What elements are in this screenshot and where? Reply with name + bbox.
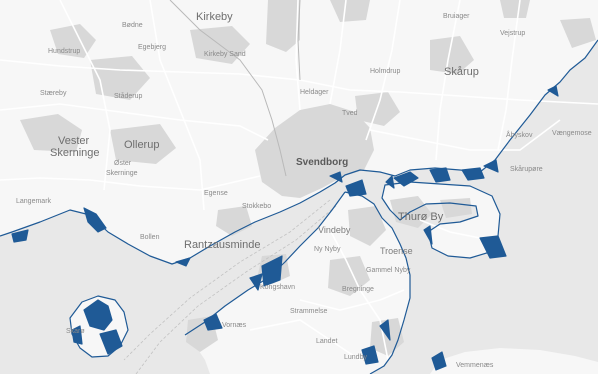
place-label-kirkeby: Kirkeby <box>196 11 233 23</box>
place-label-svendborg: Svendborg <box>296 157 349 168</box>
place-label-vindeby: Vindeby <box>318 225 351 235</box>
place-label-bruiager: Bruiager <box>443 13 470 20</box>
place-label-langemark: Langemark <box>16 198 52 205</box>
place-label-egebjerg: Egebjerg <box>138 44 167 51</box>
place-label-lundby: Lundby <box>344 354 367 361</box>
railway <box>169 0 301 177</box>
place-label-thuro-by: Thurø By <box>398 211 444 223</box>
place-label-skarupore: Skårupøre <box>510 166 543 173</box>
place-label-heldager: Heldager <box>300 89 329 96</box>
place-label-ollerup: Ollerup <box>124 139 160 151</box>
place-label-staereby: Stæreby <box>40 90 67 97</box>
place-label-vemmenaes: Vemmenæs <box>456 362 494 369</box>
place-label-kirkeby-sand: Kirkeby Sand <box>204 51 246 58</box>
place-label-ny-nyby: Ny Nyby <box>314 246 341 253</box>
place-label-egense: Egense <box>204 190 228 197</box>
place-label-hundstrup: Hundstrup <box>48 48 81 55</box>
place-label-oster-skerninge: Skerninge <box>106 170 138 177</box>
place-label-abyskov: Åbyskov <box>506 132 533 139</box>
place-label-tved: Tved <box>342 110 358 117</box>
land-se-island <box>430 348 598 374</box>
place-label-vejstrup: Vejstrup <box>500 30 526 37</box>
place-label-bollen: Bollen <box>140 234 160 241</box>
road-network <box>0 0 598 361</box>
place-label-bregninge: Bregninge <box>342 286 374 293</box>
place-label-vaengemose: Vængemose <box>552 130 592 137</box>
place-label-vester: Vester <box>58 135 90 147</box>
ferry-routes <box>123 199 337 374</box>
place-label-vornaes: Vornæs <box>222 322 247 329</box>
place-label-vester-skerninge: Skerninge <box>50 147 100 159</box>
place-label-skarup: Skårup <box>444 66 479 78</box>
place-label-stagerup: Ståderup <box>114 93 143 100</box>
place-label-oster: Øster <box>114 160 132 167</box>
place-label-strammelse: Strammelse <box>290 308 328 315</box>
place-label-landet: Landet <box>316 338 338 345</box>
flood-areas <box>0 39 598 374</box>
place-label-stokkebo: Stokkebo <box>242 203 272 210</box>
place-label-rantzausminde: Rantzausminde <box>184 239 261 251</box>
place-label-skaro: Skarø <box>66 328 85 335</box>
place-label-troense: Troense <box>380 246 413 256</box>
place-label-kongshavn: Kongshavn <box>260 284 296 291</box>
place-label-bodne: Bødne <box>122 22 143 29</box>
place-label-holmdrup: Holmdrup <box>370 68 401 75</box>
place-label-gammel-nyby: Gammel Nyby <box>366 267 411 274</box>
